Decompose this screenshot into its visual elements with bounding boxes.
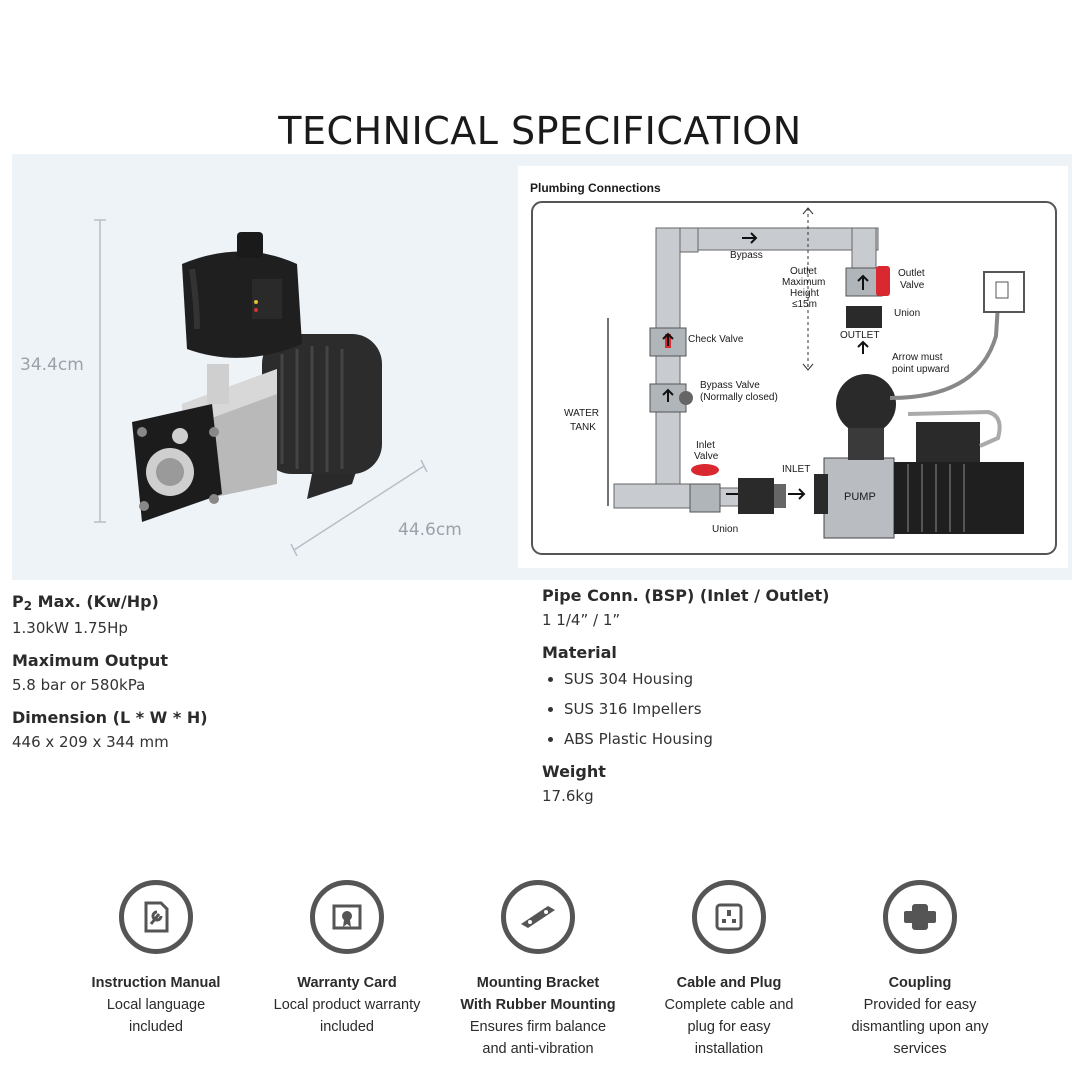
label-union-bottom: Union [712,524,738,535]
feature-title: Mounting Bracket [476,975,600,991]
plumbing-diagram: Plumbing Connections [518,166,1068,568]
label-outlet-max: Outlet [790,266,817,277]
label-check-valve: Check Valve [688,334,744,345]
spec-label: Dimension (L * W * H) [12,708,208,727]
feature-cable-and-plug: Cable and Plug Complete cable and plug f… [629,880,829,1060]
specs-right-column: Pipe Conn. (BSP) (Inlet / Outlet) 1 1/4”… [542,586,1062,819]
feature-title: Warranty Card [297,975,397,991]
spec-label: Maximum Output [12,651,168,670]
label-inlet: INLET [782,464,810,475]
length-dimension-label: 44.6cm [398,520,462,540]
spec-label: Material [542,643,617,662]
pump-illustration [94,219,428,557]
bracket-icon [501,880,575,954]
pump-photo: 34.4cm 44.6cm [12,154,522,580]
spec-value: 17.6kg [542,787,594,805]
label-outlet-valve: Outlet [898,268,925,279]
spec-value: 446 x 209 x 344 mm [12,733,169,751]
spec-maximum-output: Maximum Output 5.8 bar or 580kPa [12,651,512,694]
svg-text:≤15m: ≤15m [792,299,817,310]
spec-value: 1 1/4” / 1” [542,611,621,629]
feature-warranty-card: Warranty Card Local product warranty inc… [247,880,447,1038]
list-item: ABS Plastic Housing [564,730,1062,748]
spec-weight: Weight 17.6kg [542,762,1062,805]
page-title: TECHNICAL SPECIFICATION [278,109,802,154]
label-arrow: Arrow must [892,352,943,363]
list-item: SUS 316 Impellers [564,700,1062,718]
spec-p2-max: P2 Max. (Kw/Hp) 1.30kW 1.75Hp [12,592,512,637]
svg-text:Height: Height [790,288,819,299]
label-pump: PUMP [844,491,876,503]
feature-title: Cable and Plug [676,975,782,991]
coupling-icon [883,880,957,954]
feature-title: Instruction Manual [91,975,221,991]
svg-text:Valve: Valve [694,451,719,462]
label-outlet: OUTLET [840,330,879,341]
svg-text:Valve: Valve [900,280,925,291]
feature-mounting-bracket: Mounting Bracket With Rubber Mounting En… [438,880,638,1060]
list-item: SUS 304 Housing [564,670,1062,688]
label-bypass-valve: Bypass Valve [700,380,760,391]
svg-text:Maximum: Maximum [782,277,825,288]
feature-instruction-manual: Instruction Manual Local language includ… [56,880,256,1038]
svg-text:(Normally closed): (Normally closed) [700,392,778,403]
socket-icon [692,880,766,954]
certificate-icon [310,880,384,954]
spec-label: Pipe Conn. (BSP) (Inlet / Outlet) [542,586,830,605]
height-dimension-label: 34.4cm [20,355,84,375]
svg-text:TANK: TANK [570,422,596,433]
label-inlet-valve: Inlet [696,440,715,451]
specs-left-column: P2 Max. (Kw/Hp) 1.30kW 1.75Hp Maximum Ou… [12,592,512,765]
spec-pipe-conn: Pipe Conn. (BSP) (Inlet / Outlet) 1 1/4”… [542,586,1062,629]
manual-icon [119,880,193,954]
spec-label: P2 Max. (Kw/Hp) [12,592,159,613]
product-image-panel: 34.4cm 44.6cm Plumbing Connections [12,154,1072,580]
diagram-title: Plumbing Connections [530,181,661,195]
label-water-tank: WATER [564,408,599,419]
label-union-top: Union [894,308,920,319]
spec-value: 5.8 bar or 580kPa [12,676,146,694]
feature-title: Coupling [888,975,952,991]
feature-coupling: Coupling Provided for easy dismantling u… [820,880,1020,1060]
label-bypass: Bypass [730,250,763,261]
plumbing-diagram-svg: Plumbing Connections [530,181,1057,555]
spec-dimension: Dimension (L * W * H) 446 x 209 x 344 mm [12,708,512,751]
spec-material: Material SUS 304 Housing SUS 316 Impelle… [542,643,1062,748]
svg-text:point upward: point upward [892,364,949,375]
material-list: SUS 304 Housing SUS 316 Impellers ABS Pl… [542,670,1062,748]
spec-label: Weight [542,762,606,781]
spec-value: 1.30kW 1.75Hp [12,619,128,637]
